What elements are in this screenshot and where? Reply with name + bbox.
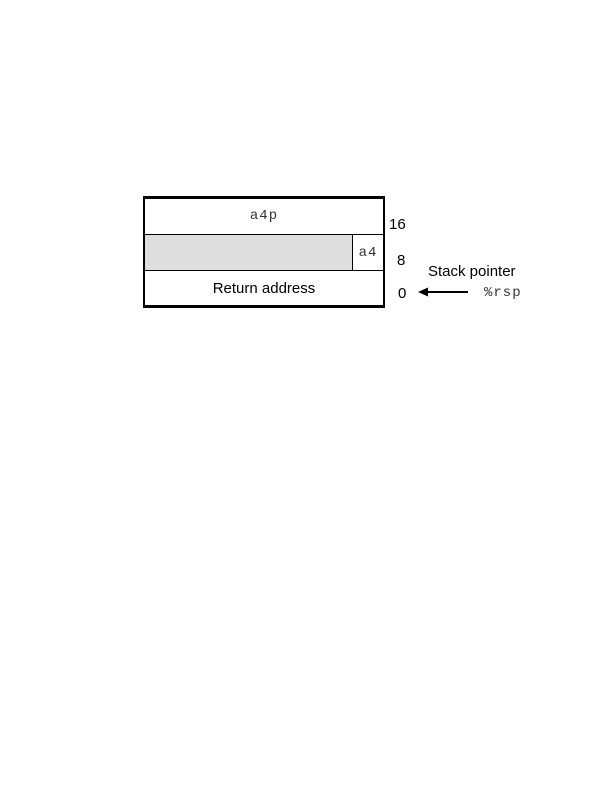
slot-label-return-address: Return address [212,279,316,297]
offset-label-16: 16 [389,216,406,233]
left-arrow-icon [418,287,468,297]
stack-pointer-label: Stack pointer [428,263,516,280]
padding-region [145,235,353,270]
stack-slot-a4p: a4p [145,199,383,235]
rsp-register-label: %rsp [484,285,522,301]
slot-label-a4: a4 [358,244,378,261]
stack-slot-return-address: Return address [145,271,383,305]
slot-label-a4p: a4p [249,207,279,224]
offset-label-8: 8 [397,252,406,269]
offset-label-0: 0 [398,285,407,302]
a4-cell: a4 [353,235,383,270]
stack-frame: a4p a4 Return address [143,196,385,308]
stack-slot-a4: a4 [145,235,383,271]
